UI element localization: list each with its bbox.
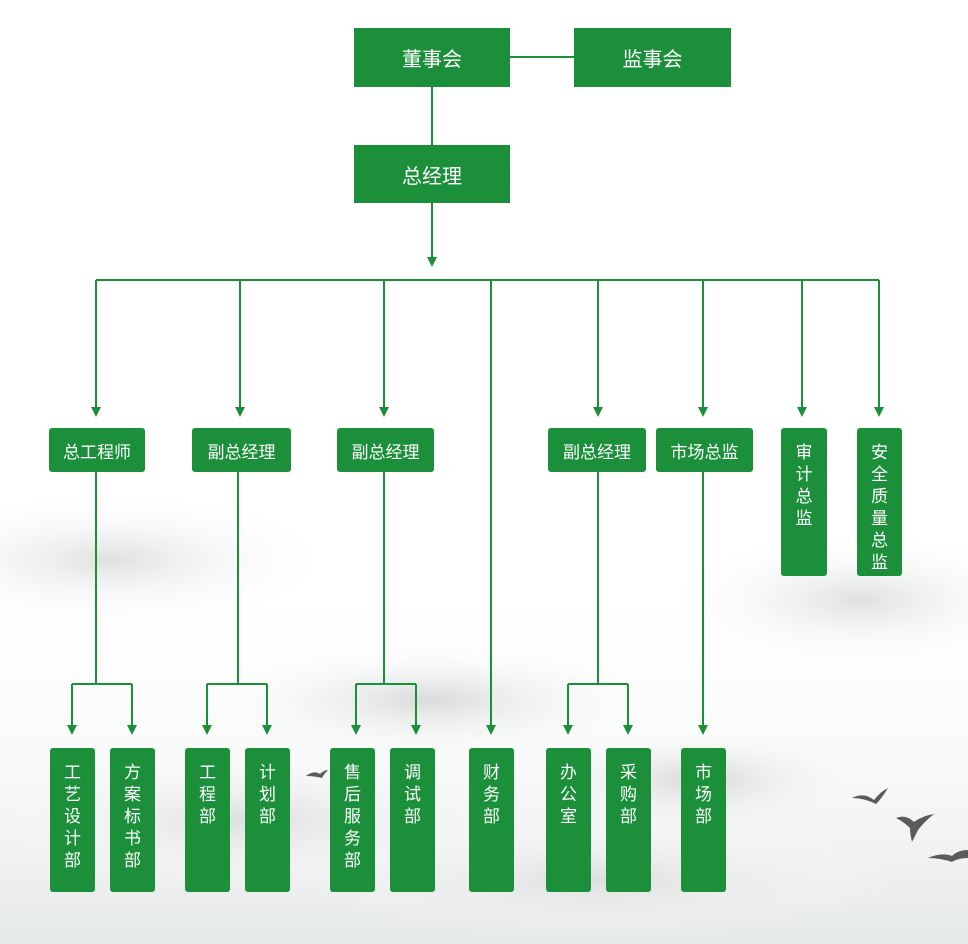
finance-label: 财务部 [483, 763, 500, 827]
vice-gm-label-2: 副总经理 [351, 442, 420, 463]
process-design-label: 工艺设计部 [64, 763, 81, 871]
proposal-label: 方案标书部 [124, 763, 141, 871]
planning-node: 计划部 [245, 748, 290, 892]
office-node: 办公室 [546, 748, 591, 892]
chief-engineer-label: 总工程师 [63, 442, 131, 463]
purchase-node: 采购部 [606, 748, 651, 892]
process-design-node: 工艺设计部 [50, 748, 95, 892]
board-node: 董事会 [354, 28, 510, 87]
vice-gm-node-1: 副总经理 [192, 428, 291, 472]
gm-node: 总经理 [354, 145, 510, 203]
market-director-node: 市场总监 [656, 428, 753, 472]
debug-node: 调试部 [390, 748, 435, 892]
purchase-label: 采购部 [620, 763, 637, 827]
safety-director-node: 安全质量总监 [857, 428, 902, 576]
chief-engineer-node: 总工程师 [49, 428, 145, 472]
supervisors-node: 监事会 [574, 28, 731, 87]
market-director-label: 市场总监 [670, 442, 739, 463]
engineering-label: 工程部 [199, 763, 216, 827]
audit-director-label: 审计总监 [795, 443, 813, 529]
supervisors-label: 监事会 [622, 47, 683, 71]
safety-director-label: 安全质量总监 [871, 443, 888, 573]
finance-node: 财务部 [469, 748, 514, 892]
vice-gm-label-1: 副总经理 [207, 442, 276, 463]
audit-director-node: 审计总监 [781, 428, 827, 576]
vice-gm-label-3: 副总经理 [563, 442, 631, 463]
bird-icon [306, 770, 968, 862]
planning-label: 计划部 [259, 763, 276, 827]
board-label: 董事会 [402, 47, 462, 71]
gm-label: 总经理 [402, 163, 462, 188]
after-sales-label: 售后服务部 [344, 763, 361, 871]
vice-gm-node-3: 副总经理 [548, 428, 646, 472]
after-sales-node: 售后服务部 [330, 748, 375, 892]
vice-gm-node-2: 副总经理 [337, 428, 434, 472]
market-dept-node: 市场部 [681, 748, 726, 892]
proposal-node: 方案标书部 [110, 748, 155, 892]
office-label: 办公室 [560, 763, 577, 827]
engineering-node: 工程部 [185, 748, 230, 892]
market-dept-label: 市场部 [695, 763, 712, 827]
debug-label: 调试部 [404, 763, 421, 827]
